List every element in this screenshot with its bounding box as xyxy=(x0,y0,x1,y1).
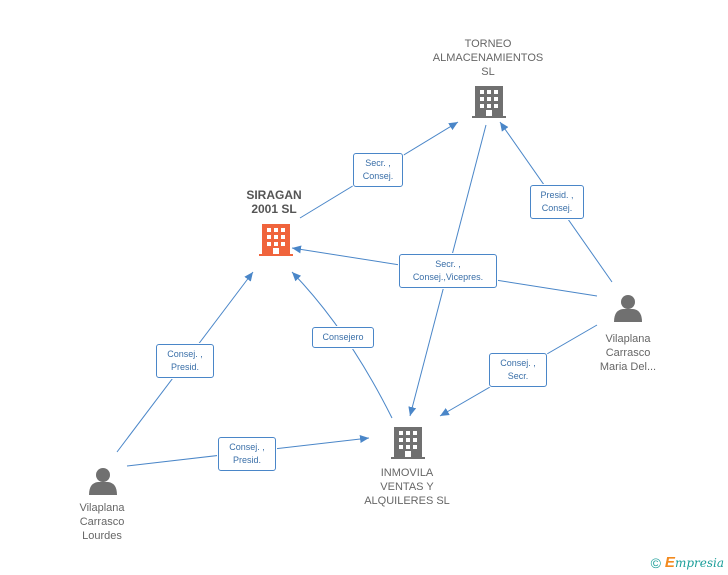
node-label-siragan[interactable]: SIRAGAN 2001 SL xyxy=(246,188,302,216)
node-label-inmovila[interactable]: INMOVILA VENTAS Y ALQUILERES SL xyxy=(364,467,450,507)
edge-label-mariadel-inmovila[interactable]: Consej. , Secr. xyxy=(489,353,547,387)
edge-label-lourdes-inmovila[interactable]: Consej. , Presid. xyxy=(218,437,276,471)
node-label-torneo[interactable]: TORNEO ALMACENAMIENTOS SL xyxy=(432,38,544,78)
edge-label-mariadel-torneo[interactable]: Presid. , Consej. xyxy=(530,185,584,219)
node-label-mariadel[interactable]: Vilaplana Carrasco Maria Del... xyxy=(599,333,657,373)
building-icon[interactable] xyxy=(472,86,506,118)
edge-label-lourdes-siragan[interactable]: Consej. , Presid. xyxy=(156,344,214,378)
edge-label-inmovila-siragan[interactable]: Consejero xyxy=(312,327,374,348)
brand-logo-initial: E xyxy=(664,554,675,571)
building-icon[interactable] xyxy=(391,427,425,459)
person-icon[interactable] xyxy=(89,468,117,495)
edge-label-siragan-torneo[interactable]: Secr. , Consej. xyxy=(353,153,403,187)
building-icon-highlighted[interactable] xyxy=(259,224,293,256)
edge-label-mariadel-siragan[interactable]: Secr. , Consej.,Vicepres. xyxy=(399,254,497,288)
copyright-icon: © xyxy=(650,554,661,571)
person-icon[interactable] xyxy=(614,295,642,322)
node-label-lourdes[interactable]: Vilaplana Carrasco Lourdes xyxy=(79,502,125,542)
brand-footer[interactable]: © E mpresia xyxy=(651,554,724,571)
brand-logo-text: mpresia xyxy=(674,555,724,570)
